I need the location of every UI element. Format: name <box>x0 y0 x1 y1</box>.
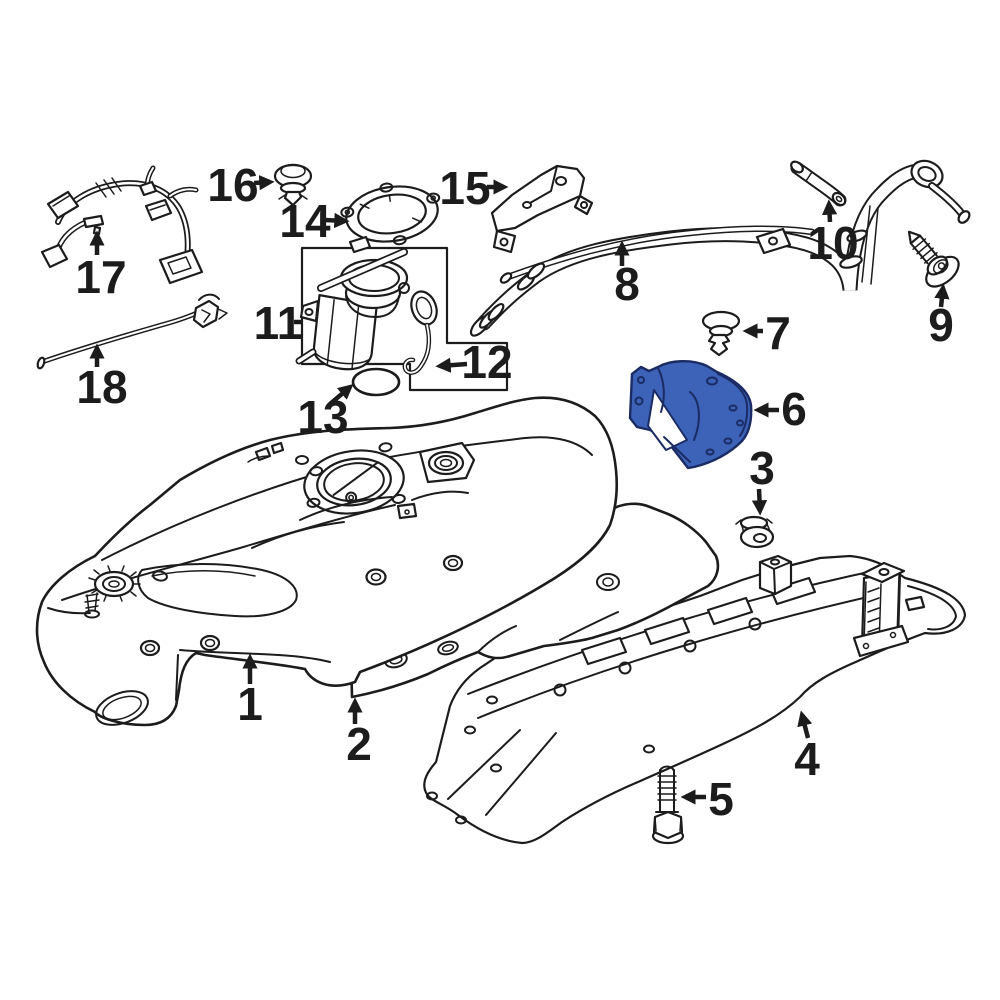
callout-7-label: 7 <box>765 307 791 359</box>
callout-2: 2 <box>346 697 372 770</box>
callout-4-arrow <box>797 710 813 739</box>
filler-pipe-drawing <box>469 159 971 337</box>
callout-2-label: 2 <box>346 718 372 770</box>
callout-16-arrow <box>253 175 275 191</box>
callout-16: 16 <box>207 159 275 211</box>
callout-14-label: 14 <box>279 195 331 247</box>
fuel-pump-module-box <box>295 235 509 392</box>
callout-4-label: 4 <box>794 733 820 785</box>
fuel-tank-drawing <box>35 396 619 727</box>
callout-12: 12 <box>435 336 513 388</box>
callout-9-label: 9 <box>928 299 954 351</box>
callout-10-label: 10 <box>807 217 858 269</box>
callout-17-label: 17 <box>75 251 126 303</box>
callout-9: 9 <box>928 283 954 351</box>
callout-11-label: 11 <box>254 297 303 349</box>
highlighted-heat-shield-drawing <box>628 360 753 470</box>
callout-8-label: 8 <box>614 258 640 310</box>
seal-ring-drawing <box>351 367 401 397</box>
vent-hose-drawing <box>790 160 847 207</box>
callout-15: 15 <box>439 162 509 214</box>
callout-3-arrow <box>751 488 768 516</box>
callout-10: 10 <box>807 199 859 269</box>
callout-13-arrow <box>328 384 354 406</box>
screw-drawing <box>907 230 960 288</box>
callout-13: 13 <box>297 384 354 443</box>
callout-14: 14 <box>279 195 350 247</box>
callout-9-arrow <box>934 283 950 308</box>
callout-3-label: 3 <box>749 442 775 494</box>
callout-13-label: 13 <box>297 391 348 443</box>
callout-8: 8 <box>614 240 640 310</box>
callout-1-label: 1 <box>237 678 263 730</box>
callout-15-label: 15 <box>439 162 490 214</box>
callout-17: 17 <box>75 230 127 303</box>
callout-4: 4 <box>794 710 820 785</box>
callout-14-arrow <box>324 212 350 229</box>
callout-18: 18 <box>76 343 128 413</box>
highlighted-part-shape <box>628 360 753 470</box>
strap-drawing <box>402 290 438 375</box>
callout-3: 3 <box>749 442 775 516</box>
fuel-pump-module-drawing <box>295 235 410 371</box>
callout-12-arrow <box>435 357 468 373</box>
grommet-drawing <box>735 515 775 549</box>
callout-10-arrow <box>821 199 838 223</box>
callout-6-label: 6 <box>781 383 807 435</box>
vent-valve-drawing <box>273 163 313 207</box>
callout-18-label: 18 <box>76 361 127 413</box>
callout-6: 6 <box>753 383 807 435</box>
bolt-drawing <box>651 765 685 845</box>
wiring-harness-drawing <box>40 165 204 285</box>
fuel-vapor-tube-drawing <box>36 293 228 370</box>
callout-7: 7 <box>742 307 791 359</box>
filler-pipe-bracket-drawing <box>490 164 594 254</box>
callout-12-label: 12 <box>461 336 512 388</box>
callout-11: 11 <box>254 297 303 349</box>
callout-5-label: 5 <box>708 773 734 825</box>
callout-1: 1 <box>237 653 263 730</box>
push-pin-clip-drawing <box>701 310 741 357</box>
callout-16-label: 16 <box>207 159 258 211</box>
callout-5: 5 <box>680 773 734 825</box>
